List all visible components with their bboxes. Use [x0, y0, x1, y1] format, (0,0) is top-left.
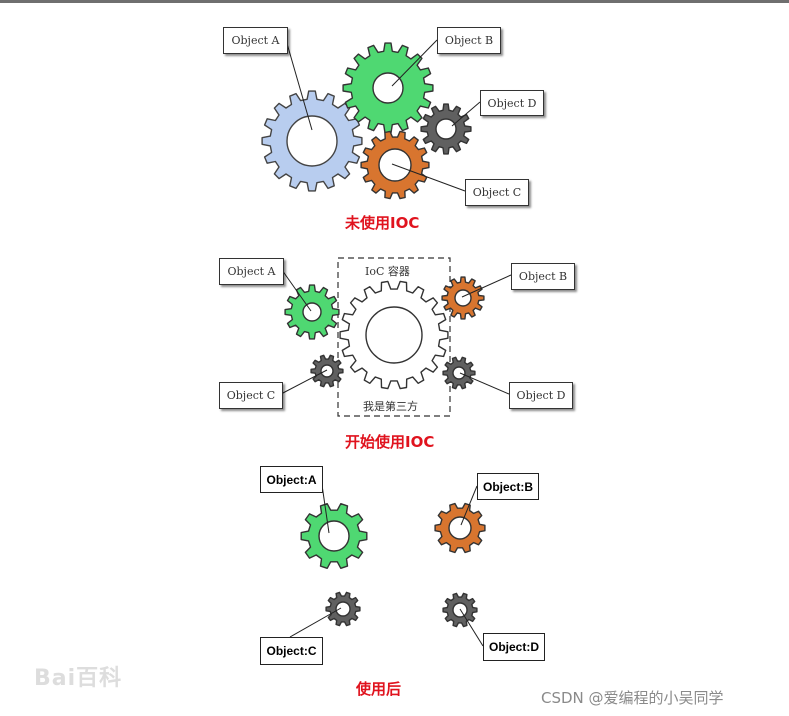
csdn-watermark: CSDN @爱编程的小吴同学 [541, 689, 724, 707]
section2-label-object-d: Object D [509, 382, 573, 409]
section1-leader-c [391, 163, 466, 192]
section3-gear-object-c [325, 591, 361, 627]
section1-gear-object-b [342, 42, 434, 134]
section2-gear-container [339, 280, 449, 390]
section1-label-object-d: Object D [480, 90, 544, 116]
section3-leader-b [460, 485, 478, 526]
section2-gear-object-b [441, 276, 485, 320]
section1-label-object-c: Object C [465, 179, 529, 206]
section1-label-object-a: Object A [223, 27, 288, 54]
section3-gear-object-d [442, 592, 478, 628]
section3-label-object-d: Object:D [483, 633, 545, 661]
section2-gear-object-d [442, 356, 476, 390]
section3-leader-d [459, 608, 484, 647]
section3-label-object-c: Object:C [260, 637, 323, 665]
section2-gear-object-c [310, 354, 344, 388]
section2-label-object-a: Object A [219, 258, 284, 285]
section2-label-object-b: Object B [511, 263, 575, 290]
section1-caption: 未使用IOC [345, 214, 420, 232]
ioc-container-subtitle: 我是第三方 [363, 400, 418, 413]
section2-leader-d [459, 372, 510, 395]
section2-gear-object-a [284, 284, 340, 340]
section1-gear-object-d [420, 103, 472, 155]
section3-caption: 使用后 [356, 680, 402, 698]
top-border [0, 0, 789, 3]
section1-leader-d [451, 101, 481, 127]
section2-leader-a [281, 269, 312, 312]
section1-leader-a [285, 39, 313, 131]
section1-leader-b [391, 39, 438, 87]
section2-leader-b [461, 274, 512, 298]
section2-leader-c [280, 369, 328, 395]
section3-label-object-b: Object:B [477, 473, 539, 500]
section1-gear-object-a [261, 90, 363, 192]
section3-gear-object-b [434, 502, 486, 554]
ioc-container-title: IoC 容器 [365, 265, 410, 278]
baidu-watermark: Bai百科 [34, 666, 123, 691]
section2-label-object-c: Object C [219, 382, 283, 409]
section3-leader-c [289, 607, 342, 638]
section3-label-object-a: Object:A [260, 466, 323, 493]
section1-label-object-b: Object B [437, 27, 501, 54]
section3-gear-object-a [300, 503, 368, 569]
ioc-container-frame [337, 257, 451, 417]
section2-caption: 开始使用IOC [345, 433, 435, 451]
